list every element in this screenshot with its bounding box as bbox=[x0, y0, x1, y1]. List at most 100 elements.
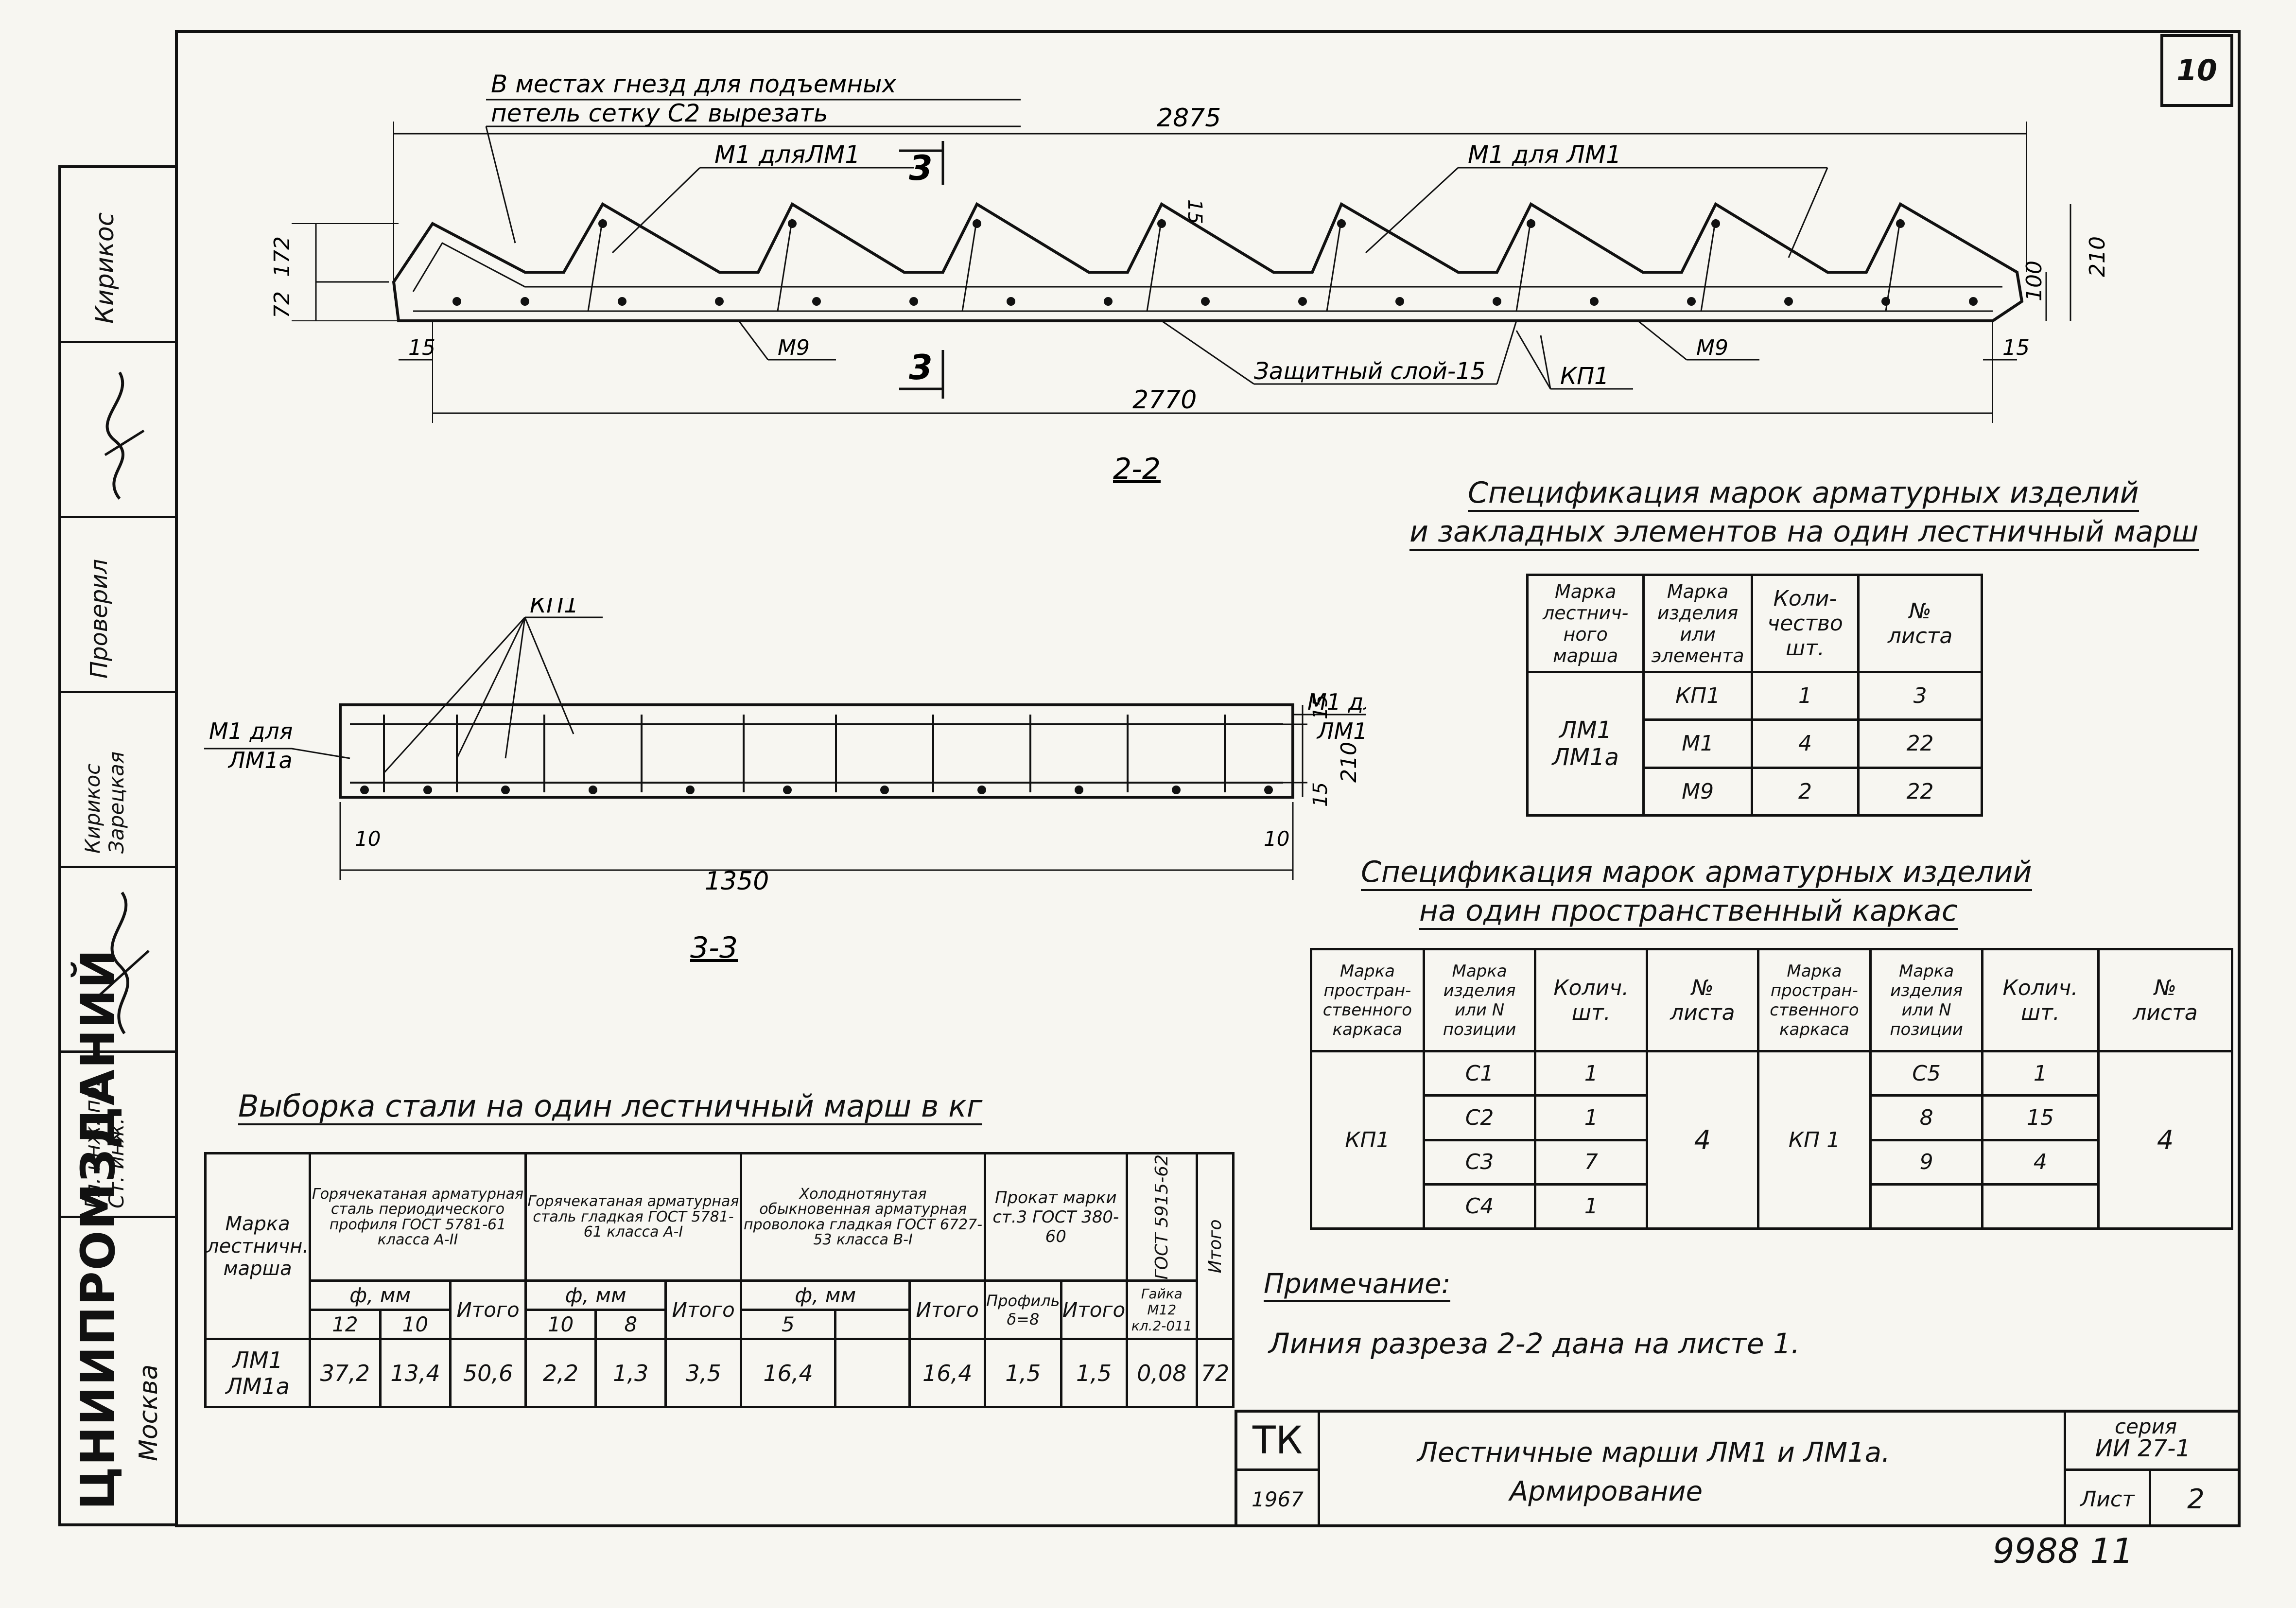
sidebar-role-4: Кирикос bbox=[90, 212, 120, 324]
spec2-sheet-left: 4 bbox=[1646, 1050, 1759, 1230]
spec2-h-mark-left: Марка простран-ственного каркаса bbox=[1310, 948, 1425, 1052]
spec1-sheet: 22 bbox=[1857, 718, 1983, 769]
steel-g2-head: Горячекатаная арматурная сталь гладкая Г… bbox=[524, 1152, 743, 1282]
stamp-year: 1967 bbox=[1237, 1471, 1320, 1527]
steel-t4: 1,5 bbox=[1060, 1338, 1128, 1409]
list-number: 2 bbox=[2187, 1483, 2205, 1515]
spec2-item-left: С2 bbox=[1422, 1094, 1537, 1141]
spec1-sheet: 22 bbox=[1857, 766, 1983, 817]
steel-subtotal-4: Итого bbox=[1060, 1279, 1128, 1341]
sidebar-cell-kirikos: Кирикос bbox=[61, 168, 175, 343]
spec2-mark-left: КП1 bbox=[1310, 1050, 1425, 1230]
label-kp1: КП1 bbox=[1560, 363, 1609, 390]
dim-172: 172 bbox=[270, 236, 295, 277]
steel-v8: 1,3 bbox=[594, 1338, 667, 1409]
spec1-title-2: и закладных элементов на один лестничный… bbox=[1409, 515, 2199, 551]
steel-title: Выборка стали на один лестничный марш в … bbox=[238, 1089, 983, 1126]
dim-15-top: 15 bbox=[1183, 199, 1206, 224]
spec1-sheet: 3 bbox=[1857, 670, 1983, 721]
dim-100: 100 bbox=[2022, 261, 2047, 301]
label-m1-right: М1 для ЛМ1 bbox=[1468, 140, 1621, 169]
spec1-h-qty: Коли-чество bbox=[1767, 586, 1843, 636]
note-title: Примечание: bbox=[1264, 1268, 1451, 1302]
spec2-item-left: С3 bbox=[1422, 1138, 1537, 1186]
signature-icon bbox=[99, 891, 150, 1034]
drawing-frame bbox=[175, 30, 2241, 1527]
org-city: Москва bbox=[134, 1364, 163, 1461]
steel-nut: Гайка М12 кл.2-011 bbox=[1125, 1279, 1199, 1341]
spec1-mark: ЛМ1 ЛМ1а bbox=[1526, 671, 1645, 817]
label-m1-right-33-b: ЛМ1 bbox=[1316, 718, 1366, 744]
steel-vg: 0,08 bbox=[1125, 1338, 1199, 1409]
sidebar-cell-authors: Кирикос Зарецкая bbox=[61, 693, 175, 868]
steel-t3: 16,4 bbox=[908, 1338, 987, 1409]
spec1-item: КП1 bbox=[1642, 670, 1753, 721]
spec2-sheet-right: 4 bbox=[2097, 1050, 2233, 1230]
section-2-2-caption: 2-2 bbox=[1113, 452, 1161, 486]
steel-phi-2: ф, мм bbox=[524, 1279, 667, 1311]
spec2-h-sheet-left: № bbox=[1691, 975, 1714, 1000]
dim-15-left: 15 bbox=[408, 335, 435, 360]
steel-profile: Профиль δ=8 bbox=[984, 1279, 1062, 1341]
steel-phi-3: ф, мм bbox=[740, 1279, 911, 1311]
dim-2770: 2770 bbox=[1132, 385, 1197, 415]
dim-210-33: 210 bbox=[1337, 742, 1361, 783]
title-line-2: Армирование bbox=[1510, 1476, 1703, 1507]
steel-h-mark: Марка лестничн. марша bbox=[204, 1152, 312, 1341]
spec2-item-right: С5 bbox=[1869, 1049, 1983, 1097]
label-protective-layer: Защитный слой-15 bbox=[1254, 358, 1485, 385]
spec2-qty-left: 1 bbox=[1534, 1183, 1649, 1230]
spec2-mark-right: КП 1 bbox=[1757, 1050, 1872, 1230]
steel-g1-head: Горячекатаная арматурная сталь периодиче… bbox=[309, 1152, 527, 1282]
spec2-h-sheet-right: № bbox=[2154, 975, 2176, 1000]
sidebar-cell-signature2 bbox=[61, 868, 175, 1053]
spec1-h-mark: Марка лестнич-ного марша bbox=[1526, 574, 1645, 673]
steel-d8: 8 bbox=[594, 1309, 667, 1341]
steel-v5: 16,4 bbox=[740, 1338, 837, 1409]
spec1-table: Марка лестнич-ного марша Марка изделия и… bbox=[1526, 574, 1983, 817]
steel-v10b: 2,2 bbox=[524, 1338, 597, 1409]
steel-t1: 50,6 bbox=[449, 1338, 527, 1409]
dim-72: 72 bbox=[270, 291, 295, 318]
spec2-h-sheet-unit-right: листа bbox=[2133, 1000, 2198, 1025]
spec1-h-sheet: № bbox=[1909, 598, 1931, 624]
spec2-qty-left: 1 bbox=[1534, 1094, 1649, 1141]
steel-subtotal-1: Итого bbox=[449, 1279, 527, 1341]
dim-2875: 2875 bbox=[1157, 104, 1221, 133]
label-m1-left-33-a: М1 для bbox=[209, 718, 293, 744]
spec2-item-right: 8 bbox=[1869, 1094, 1983, 1141]
title-line-1: Лестничные марши ЛМ1 и ЛМ1а. bbox=[1417, 1437, 1890, 1468]
steel-d10: 10 bbox=[379, 1309, 452, 1341]
spec2-qty-left: 7 bbox=[1534, 1138, 1649, 1186]
note-line-2: петель сетку С2 вырезать bbox=[491, 99, 828, 127]
spec1-h-qty-unit: шт. bbox=[1786, 636, 1825, 661]
sidebar-cell-checked: Проверил bbox=[61, 518, 175, 693]
spec2-h-sheet-unit-left: листа bbox=[1670, 1000, 1735, 1025]
steel-g4-head: Прокат марки ст.3 ГОСТ 380-60 bbox=[984, 1152, 1128, 1282]
steel-d5-blank bbox=[834, 1309, 911, 1341]
org-name: ЦНИИПРОМЗДАНИЙ bbox=[71, 948, 125, 1510]
spec1-item: М9 bbox=[1642, 766, 1753, 817]
series-label: серия bbox=[2115, 1415, 2177, 1438]
spec2-title-1: Спецификация марок арматурных изделий bbox=[1361, 856, 2032, 891]
sidebar-cell-engineers: Гл. инж. пр. Ст. инж. bbox=[61, 1053, 175, 1218]
steel-gost: ГОСТ 5915-62 bbox=[1127, 1153, 1197, 1281]
title-block: ТК 1967 Лестничные марши ЛМ1 и ЛМ1а. Арм… bbox=[1235, 1410, 2241, 1527]
spec2-item-right: 9 bbox=[1869, 1138, 1983, 1186]
sidebar-cell-org: ЦНИИПРОМЗДАНИЙ Москва bbox=[61, 948, 175, 1529]
sidebar-stamp: Кирикос Проверил Кирикос Зарецкая Гл. ин… bbox=[58, 165, 175, 1526]
section-3-3-drawing: КП1 М1 для ЛМ1а М1 для ЛМ1 15 15 210 10 … bbox=[204, 598, 1366, 965]
spec1-qty: 4 bbox=[1750, 718, 1860, 769]
steel-d12: 12 bbox=[309, 1309, 382, 1341]
steel-t2: 3,5 bbox=[664, 1338, 743, 1409]
steel-v10: 13,4 bbox=[379, 1338, 452, 1409]
steel-d10b: 10 bbox=[524, 1309, 597, 1341]
spec1-h-sheet-unit: листа bbox=[1887, 623, 1953, 648]
spec2-item-left: С4 bbox=[1422, 1183, 1537, 1230]
spec2-qty-left: 1 bbox=[1534, 1049, 1649, 1097]
steel-v12: 37,2 bbox=[309, 1338, 382, 1409]
steel-v5b bbox=[834, 1338, 911, 1409]
spec1-qty: 1 bbox=[1750, 670, 1860, 721]
spec2-h-item-left: Марка изделия или N позиции bbox=[1422, 948, 1537, 1052]
list-label: Лист bbox=[2064, 1471, 2151, 1527]
